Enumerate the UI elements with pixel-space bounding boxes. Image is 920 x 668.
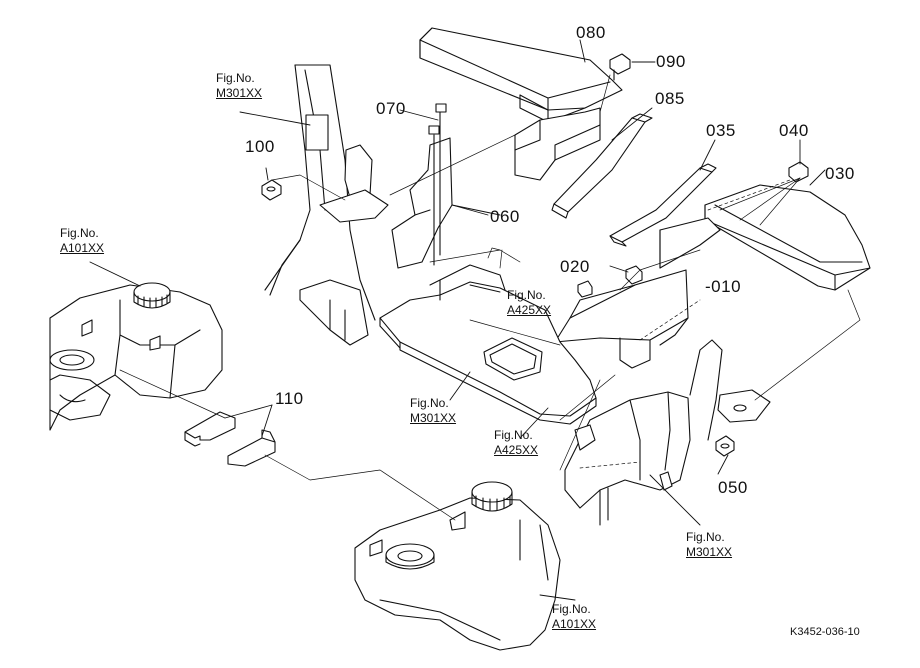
label-085: 085 xyxy=(655,89,685,108)
label-030: 030 xyxy=(825,164,855,183)
fig-ref-label: Fig.No. xyxy=(686,530,725,544)
part-085-strip xyxy=(552,114,652,218)
fig-ref-right-m301: Fig.No. M301XX xyxy=(686,530,732,560)
part-080-bracket xyxy=(515,108,600,180)
fig-ref-code: A101XX xyxy=(552,617,597,631)
fastener-100 xyxy=(262,180,281,200)
part-080-cover xyxy=(420,28,622,122)
fig-ref-label: Fig.No. xyxy=(410,396,449,410)
assembly-lines xyxy=(120,75,860,520)
fastener-090 xyxy=(610,54,630,80)
fig-ref-left-a101: Fig.No. A101XX xyxy=(60,226,104,256)
label-070: 070 xyxy=(376,99,406,118)
leader-lines xyxy=(90,40,825,600)
part-030-bracket xyxy=(660,218,720,268)
fig-ref-code: M301XX xyxy=(216,86,263,100)
fig-ref-label: Fig.No. xyxy=(552,602,591,616)
fig-ref-code: M301XX xyxy=(686,545,733,559)
fig-ref-lower-a425: Fig.No. A425XX xyxy=(494,428,538,458)
frame-structure xyxy=(265,65,388,345)
fig-ref-code: A101XX xyxy=(60,241,105,255)
part-035-strip xyxy=(610,164,716,246)
label-090: 090 xyxy=(656,52,686,71)
part-010-bracket xyxy=(555,270,688,368)
fig-ref-label: Fig.No. xyxy=(60,226,99,240)
drawing-code: K3452-036-10 xyxy=(790,626,860,638)
label-080: 080 xyxy=(576,23,606,42)
part-110-clips xyxy=(185,412,275,466)
fig-ref-top-m301: Fig.No. M301XX xyxy=(216,71,262,101)
fastener-020 xyxy=(578,266,642,297)
label-110: 110 xyxy=(275,389,304,408)
label-050: 050 xyxy=(718,478,748,497)
label-020: 020 xyxy=(560,257,590,276)
fig-ref-center-m301: Fig.No. M301XX xyxy=(410,396,456,426)
label-035: 035 xyxy=(706,121,736,140)
fig-ref-label: Fig.No. xyxy=(216,71,255,85)
fig-ref-code: A425XX xyxy=(507,303,552,317)
fig-ref-label: Fig.No. xyxy=(507,288,546,302)
fig-ref-bottom-a101: Fig.No. A101XX xyxy=(552,602,596,632)
label-010: -010 xyxy=(705,277,742,296)
bottom-fuel-tank xyxy=(355,482,560,650)
label-100: 100 xyxy=(245,137,275,156)
fig-ref-code: A425XX xyxy=(494,443,539,457)
floor-plate xyxy=(380,265,596,424)
label-060: 060 xyxy=(490,207,520,226)
fastener-050 xyxy=(716,436,734,456)
label-040: 040 xyxy=(779,121,809,140)
dashed-lines xyxy=(580,180,790,468)
right-lower-frame xyxy=(565,340,770,525)
part-060-bracket xyxy=(392,138,500,268)
fig-ref-label: Fig.No. xyxy=(494,428,533,442)
fig-ref-mid-a425: Fig.No. A425XX xyxy=(507,288,551,318)
part-070-bolts xyxy=(429,104,446,265)
fig-ref-code: M301XX xyxy=(410,411,457,425)
part-030-panel xyxy=(705,185,870,290)
left-fuel-tank xyxy=(50,283,222,430)
